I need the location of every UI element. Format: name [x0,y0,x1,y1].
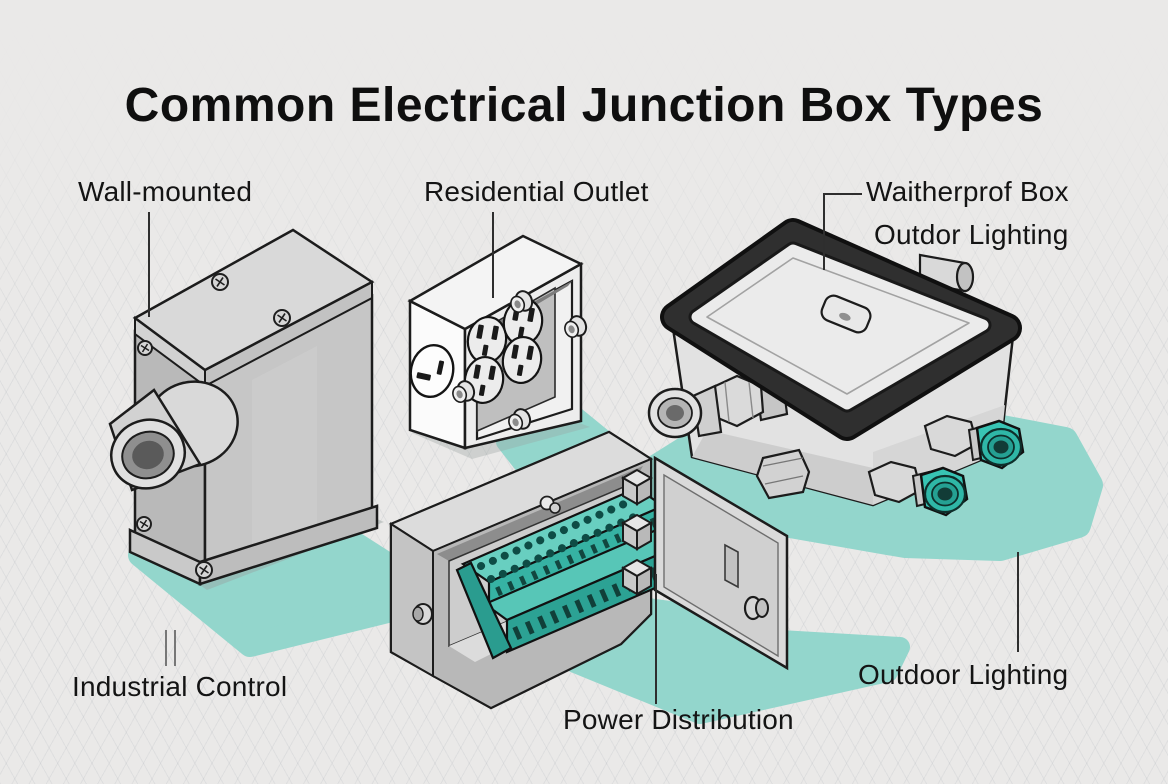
screw-tab-icon [564,315,588,338]
power-distribution-box-illustration [388,430,789,710]
screw-icon [539,495,561,514]
teal-gland-icon [923,414,1025,470]
outlet-icon [501,336,543,384]
label-industrial-control: Industrial Control [72,671,288,702]
label-weatherproof-box: Waitherprof Box [866,176,1069,207]
wall-mounted-box-illustration [108,228,384,590]
door-slot [724,543,739,589]
screw-tab-icon [510,290,534,313]
conduit-hub-icon [108,380,239,492]
hinge-icon [620,513,654,551]
side-outlet-icon [409,343,455,399]
screw-icon [136,516,152,532]
hinge-icon [620,468,654,506]
bottom-fitting-icon [755,448,811,500]
gasket-lid-icon [660,218,1022,441]
screw-icon [195,561,213,579]
label-wall-mounted: Wall-mounted [78,176,253,207]
outlet-icon [466,316,508,364]
screw-icon [211,273,229,291]
leader-line-weatherproof-vertical [823,193,825,270]
screw-icon [137,340,153,356]
label-outdor-lighting: Outdor Lighting [874,219,1069,250]
leader-line-residential-outlet [492,212,494,298]
label-outdoor-lighting: Outdoor Lighting [858,659,1069,690]
leader-tick-industrial-control [165,630,167,666]
latch-icon [820,294,872,334]
weatherproof-box-illustration [647,218,1025,517]
leader-line-weatherproof-horizontal [823,193,862,195]
leader-line-outdoor-lighting [1017,552,1019,652]
hinge-icon [620,558,654,596]
leader-line-power-distribution [655,574,657,704]
door-panel [653,455,789,671]
screw-tab-icon [452,380,476,403]
residential-outlet-box-illustration [407,234,590,459]
label-residential-outlet: Residential Outlet [424,176,649,207]
side-knockout-icon [412,603,433,625]
page-title: Common Electrical Junction Box Types [124,79,1044,132]
leader-line-wall-mounted [148,212,150,317]
door-knob-icon [755,598,769,618]
leader-tick-industrial-control [174,630,176,666]
teal-gland-icon [867,460,969,517]
screw-tab-icon [508,408,532,431]
label-power-distribution: Power Distribution [563,704,794,735]
screw-icon [273,309,291,327]
